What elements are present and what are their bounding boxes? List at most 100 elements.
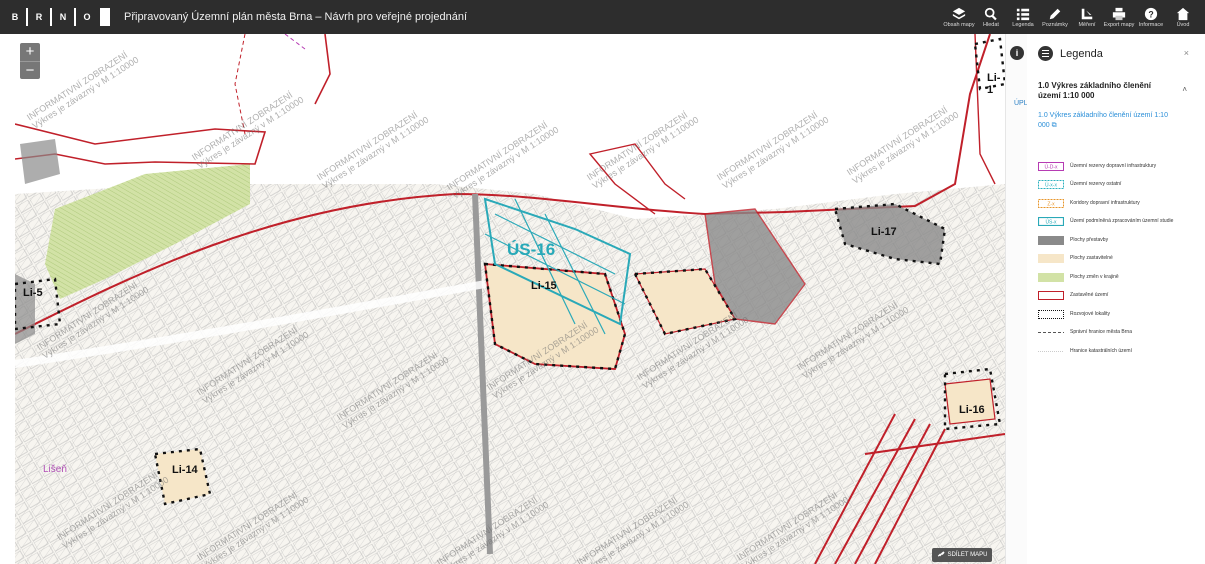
redevelopment-area[interactable] xyxy=(15,274,35,344)
svg-text:Ú-D-x: Ú-D-x xyxy=(1044,163,1058,170)
search-label: Hledat xyxy=(983,21,999,28)
measure-button[interactable]: Měření xyxy=(1071,0,1103,34)
home-label: Úvod xyxy=(1176,21,1190,28)
development-outline xyxy=(633,267,737,336)
cadastral-boundary-symbol xyxy=(1038,350,1064,352)
development-symbol xyxy=(1038,309,1064,319)
home-icon xyxy=(1176,7,1190,20)
us-16-study-area[interactable] xyxy=(483,197,632,335)
legend-item-label: Plochy přestavby xyxy=(1070,236,1109,243)
legend-item: Hranice katastrálních území xyxy=(1038,342,1198,361)
label-li-17[interactable]: Li-17 xyxy=(871,226,897,238)
side-strip: i ÚPL xyxy=(1005,34,1028,564)
legend-item-label: Rozvojové lokality xyxy=(1070,310,1111,317)
boundary-segment xyxy=(588,143,686,215)
legend-drawing-link[interactable]: 1.0 Výkres základního členění území 1:10… xyxy=(1038,112,1168,129)
built-up-symbol xyxy=(1038,291,1064,301)
layers-button[interactable]: Obsah mapy xyxy=(943,0,975,34)
question-icon: ? xyxy=(1144,7,1158,20)
legend-item: Zastavěné území xyxy=(1038,287,1198,306)
legend-item-label: Plochy změn v krajině xyxy=(1070,273,1119,280)
reserve-transport-symbol: Ú-D-x xyxy=(1038,161,1064,171)
brno-logo[interactable]: B R N O xyxy=(8,8,110,26)
redevelopment-area[interactable] xyxy=(835,204,945,264)
legend-close-button[interactable]: × xyxy=(1183,48,1189,58)
label-li-1[interactable]: Li-1 xyxy=(987,72,1001,96)
li-16-area[interactable] xyxy=(944,378,996,425)
notes-label: Poznámky xyxy=(1042,21,1068,28)
corridor-lines xyxy=(864,433,1005,455)
legend-item-label: Územní rezervy dopravní infrastruktury xyxy=(1070,162,1157,169)
li-5-outline xyxy=(15,277,62,331)
legend-item: Správní hranice města Brna xyxy=(1038,324,1198,343)
info-label: Informace xyxy=(1138,21,1164,28)
pencil-icon xyxy=(1049,8,1061,19)
label-us-16[interactable]: ÚS-16 xyxy=(507,240,556,259)
info-icon[interactable]: i xyxy=(1010,46,1024,60)
search-icon xyxy=(984,7,997,20)
legend-section-title[interactable]: 1.0 Výkres základního členění území 1:10… xyxy=(1038,81,1151,100)
svg-text:ÚS-x: ÚS-x xyxy=(1045,219,1057,226)
toolbar: Obsah mapy Hledat Legenda Poznámky Měřen… xyxy=(943,0,1199,34)
zoom-out-button[interactable]: − xyxy=(20,61,40,79)
road xyxy=(15,280,486,368)
corridor-lines xyxy=(814,413,946,564)
label-li-16[interactable]: Li-16 xyxy=(959,404,985,416)
legend-item: Z-x Koridory dopravní infrastruktury xyxy=(1038,194,1198,213)
logo-letter-r: R xyxy=(32,8,46,26)
li-1-outline xyxy=(973,37,1005,91)
development-outline xyxy=(483,262,627,371)
corridor-symbol: Z-x xyxy=(1038,198,1064,208)
legend-button[interactable]: Legenda xyxy=(1007,0,1039,34)
app-title: Připravovaný Územní plán města Brna – Ná… xyxy=(124,11,468,23)
legend-label: Legenda xyxy=(1012,21,1034,28)
redevelopment-area[interactable] xyxy=(20,139,60,184)
legend-items: Ú-D-x Územní rezervy dopravní infrastruk… xyxy=(1038,157,1198,361)
label-lisen: Lišeň xyxy=(43,464,67,475)
logo-box xyxy=(100,8,110,26)
zoom-in-button[interactable]: + xyxy=(25,43,35,60)
share-map-button[interactable]: SDÍLET MAPU xyxy=(932,548,992,562)
export-button[interactable]: Export mapy xyxy=(1103,0,1135,34)
zoom-control: + − xyxy=(20,43,40,79)
logo-separator xyxy=(74,8,76,26)
ruler-icon xyxy=(1081,8,1093,19)
legend-title: Legenda xyxy=(1060,47,1103,60)
svg-text:Ú-x-x: Ú-x-x xyxy=(1045,182,1057,189)
legend-panel: Legenda × 1.0 Výkres základního členění … xyxy=(1027,34,1205,564)
list-icon xyxy=(1038,46,1053,61)
legend-item: Ú-x-x Územní rezervy ostatní xyxy=(1038,176,1198,195)
label-li-5[interactable]: Li-5 xyxy=(23,287,43,299)
buildable-symbol xyxy=(1038,254,1064,264)
logo-letter-o: O xyxy=(80,8,94,26)
notes-button[interactable]: Poznámky xyxy=(1039,0,1071,34)
built-up-boundary xyxy=(15,34,991,335)
printer-icon xyxy=(1112,7,1126,20)
upl-tab[interactable]: ÚPL xyxy=(1014,100,1028,107)
map-drawing xyxy=(15,34,1005,564)
logo-letter-b: B xyxy=(8,8,22,26)
info-button[interactable]: ? Informace xyxy=(1135,0,1167,34)
svg-text:?: ? xyxy=(1148,9,1153,19)
measure-label: Měření xyxy=(1078,21,1096,28)
legend-item: ÚS-x Území podmíněná zpracováním územní … xyxy=(1038,213,1198,232)
label-li-14[interactable]: Li-14 xyxy=(172,464,198,476)
landscape-change-symbol xyxy=(1038,272,1064,282)
home-button[interactable]: Úvod xyxy=(1167,0,1199,34)
study-area-symbol: ÚS-x xyxy=(1038,217,1064,227)
development-outline xyxy=(833,202,947,266)
svg-text:Z-x: Z-x xyxy=(1047,201,1055,207)
road xyxy=(472,193,493,555)
logo-letter-n: N xyxy=(56,8,70,26)
left-margin xyxy=(0,34,15,564)
redevelopment-area[interactable] xyxy=(704,208,806,325)
search-button[interactable]: Hledat xyxy=(975,0,1007,34)
legend-item: Plochy přestavby xyxy=(1038,231,1198,250)
legend-item-label: Území podmíněná zpracováním územní studi… xyxy=(1070,218,1174,224)
label-li-15[interactable]: Li-15 xyxy=(531,280,557,292)
landscape-hatch xyxy=(45,164,250,299)
admin-boundary-dashed xyxy=(234,34,246,135)
chevron-up-icon[interactable]: ˄ xyxy=(1182,85,1187,94)
legend-item-label: Koridory dopravní infrastruktury xyxy=(1070,199,1140,206)
